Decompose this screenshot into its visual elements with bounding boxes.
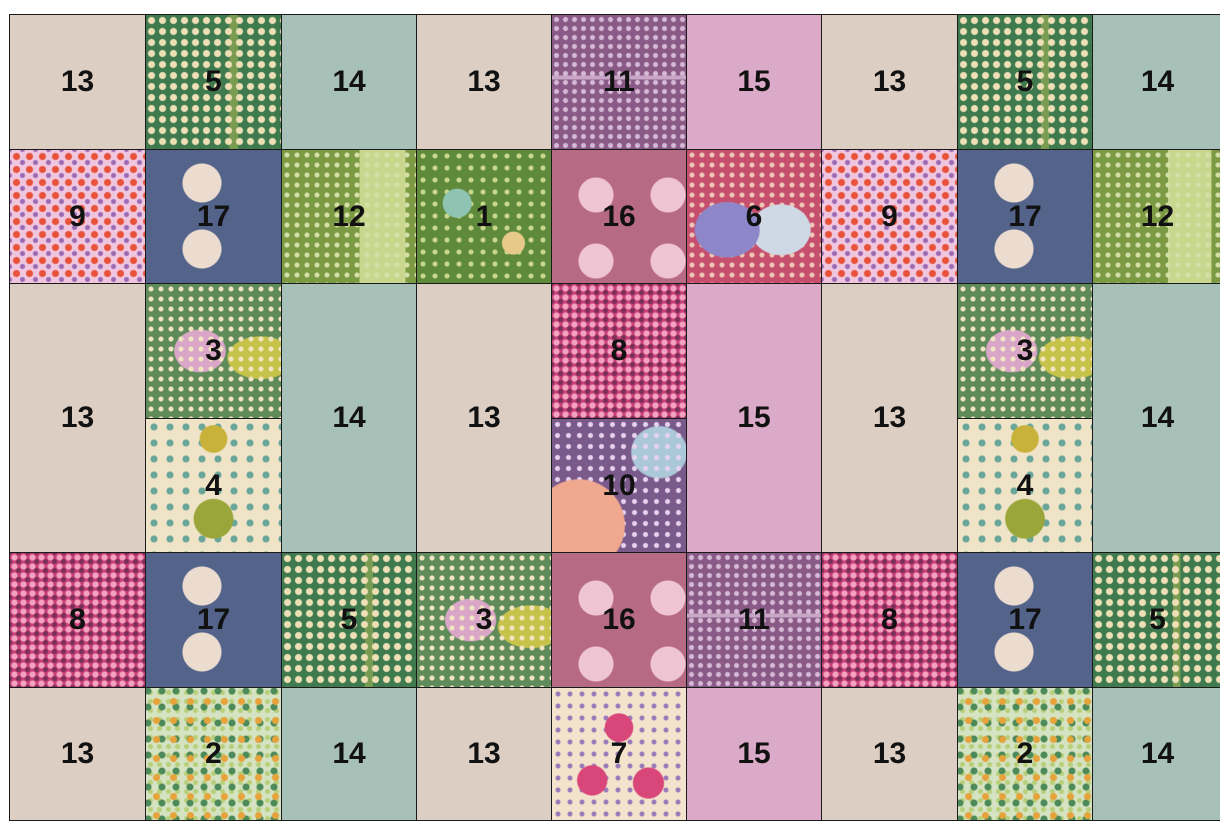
- block-number-label: 3: [146, 336, 281, 366]
- fabric-block-3: 3: [145, 283, 282, 419]
- fabric-block-4: 4: [145, 418, 282, 553]
- fabric-block-10: 10: [551, 418, 687, 553]
- fabric-block-6: 6: [686, 149, 822, 284]
- fabric-block-9: 9: [9, 149, 146, 284]
- fabric-block-13: 13: [821, 14, 958, 150]
- fabric-block-8: 8: [821, 552, 958, 688]
- block-number-label: 13: [417, 67, 551, 97]
- fabric-block-17: 17: [957, 149, 1093, 284]
- block-number-label: 11: [552, 67, 686, 97]
- fabric-block-12: 12: [1092, 149, 1220, 284]
- fabric-block-16: 16: [551, 552, 687, 688]
- fabric-block-14: 14: [1092, 687, 1220, 821]
- fabric-block-3: 3: [957, 283, 1093, 419]
- fabric-block-14: 14: [1092, 14, 1220, 150]
- block-number-label: 2: [146, 739, 281, 769]
- block-number-label: 15: [687, 739, 821, 769]
- block-number-label: 15: [687, 67, 821, 97]
- fabric-block-15: 15: [686, 14, 822, 150]
- fabric-block-5: 5: [1092, 552, 1220, 688]
- fabric-block-13: 13: [821, 283, 958, 553]
- fabric-block-2: 2: [957, 687, 1093, 821]
- fabric-block-16: 16: [551, 149, 687, 284]
- fabric-block-13: 13: [416, 687, 552, 821]
- block-number-label: 16: [552, 202, 686, 232]
- fabric-block-8: 8: [9, 552, 146, 688]
- block-number-label: 14: [1093, 739, 1220, 769]
- fabric-block-11: 11: [686, 552, 822, 688]
- block-number-label: 5: [1093, 605, 1220, 635]
- block-number-label: 17: [146, 605, 281, 635]
- fabric-block-2: 2: [145, 687, 282, 821]
- block-number-label: 17: [146, 202, 281, 232]
- block-number-label: 14: [1093, 403, 1220, 433]
- block-number-label: 10: [552, 471, 686, 501]
- fabric-block-4: 4: [957, 418, 1093, 553]
- fabric-block-14: 14: [281, 283, 417, 553]
- fabric-block-13: 13: [416, 283, 552, 553]
- block-number-label: 5: [146, 67, 281, 97]
- block-number-label: 13: [822, 403, 957, 433]
- block-number-label: 12: [1093, 202, 1220, 232]
- block-number-label: 14: [282, 67, 416, 97]
- block-number-label: 13: [822, 739, 957, 769]
- block-number-label: 14: [282, 403, 416, 433]
- block-number-label: 3: [958, 336, 1092, 366]
- fabric-block-5: 5: [145, 14, 282, 150]
- block-number-label: 8: [552, 336, 686, 366]
- block-number-label: 9: [822, 202, 957, 232]
- fabric-block-14: 14: [281, 687, 417, 821]
- fabric-block-5: 5: [957, 14, 1093, 150]
- block-number-label: 15: [687, 403, 821, 433]
- fabric-block-13: 13: [416, 14, 552, 150]
- block-number-label: 13: [10, 403, 145, 433]
- block-number-label: 13: [417, 739, 551, 769]
- block-number-label: 8: [10, 605, 145, 635]
- block-number-label: 6: [687, 202, 821, 232]
- fabric-block-15: 15: [686, 687, 822, 821]
- fabric-block-17: 17: [145, 552, 282, 688]
- block-number-label: 14: [282, 739, 416, 769]
- block-number-label: 5: [958, 67, 1092, 97]
- block-number-label: 13: [10, 67, 145, 97]
- block-number-label: 13: [417, 403, 551, 433]
- fabric-block-12: 12: [281, 149, 417, 284]
- fabric-block-7: 7: [551, 687, 687, 821]
- fabric-block-8: 8: [551, 283, 687, 419]
- fabric-block-13: 13: [9, 687, 146, 821]
- block-number-label: 16: [552, 605, 686, 635]
- block-number-label: 4: [146, 471, 281, 501]
- fabric-block-9: 9: [821, 149, 958, 284]
- block-number-label: 12: [282, 202, 416, 232]
- fabric-block-3: 3: [416, 552, 552, 688]
- fabric-block-11: 11: [551, 14, 687, 150]
- block-number-label: 1: [417, 202, 551, 232]
- fabric-block-17: 17: [957, 552, 1093, 688]
- block-number-label: 17: [958, 605, 1092, 635]
- fabric-block-17: 17: [145, 149, 282, 284]
- fabric-block-14: 14: [281, 14, 417, 150]
- block-number-label: 13: [10, 739, 145, 769]
- block-number-label: 11: [687, 605, 821, 635]
- fabric-block-13: 13: [9, 283, 146, 553]
- block-number-label: 7: [552, 739, 686, 769]
- fabric-block-5: 5: [281, 552, 417, 688]
- fabric-block-13: 13: [821, 687, 958, 821]
- fabric-block-1: 1: [416, 149, 552, 284]
- block-number-label: 14: [1093, 67, 1220, 97]
- block-number-label: 13: [822, 67, 957, 97]
- block-number-label: 2: [958, 739, 1092, 769]
- fabric-block-13: 13: [9, 14, 146, 150]
- block-number-label: 4: [958, 471, 1092, 501]
- block-number-label: 17: [958, 202, 1092, 232]
- block-number-label: 8: [822, 605, 957, 635]
- fabric-block-14: 14: [1092, 283, 1220, 553]
- block-number-label: 3: [417, 605, 551, 635]
- block-number-label: 5: [282, 605, 416, 635]
- fabric-block-15: 15: [686, 283, 822, 553]
- block-number-label: 9: [10, 202, 145, 232]
